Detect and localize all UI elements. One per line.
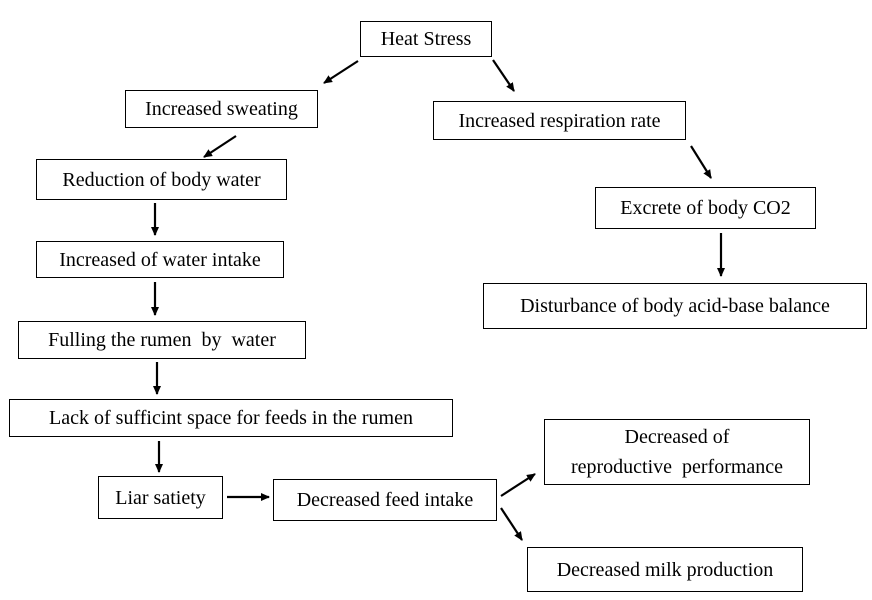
- node-excrete-co2-label: Excrete of body CO2: [620, 197, 791, 219]
- node-disturbance-acid-base-label: Disturbance of body acid-base balance: [520, 295, 830, 317]
- node-decreased-feed-intake: Decreased feed intake: [273, 479, 497, 521]
- node-decreased-reproductive-line1: Decreased of: [624, 426, 730, 448]
- node-lack-space: Lack of sufficint space for feeds in the…: [9, 399, 453, 437]
- node-decreased-reproductive: Decreased of reproductive performance: [544, 419, 810, 485]
- node-decreased-milk: Decreased milk production: [527, 547, 803, 592]
- node-decreased-reproductive-line2: reproductive performance: [570, 456, 784, 478]
- node-increased-sweating-label: Increased sweating: [145, 98, 298, 120]
- node-decreased-feed-intake-label: Decreased feed intake: [296, 489, 474, 511]
- node-lack-space-label: Lack of sufficint space for feeds in the…: [49, 407, 413, 429]
- node-fulling-rumen: Fulling the rumen by water: [18, 321, 306, 359]
- arrow-heat-to-sweating: [323, 60, 359, 84]
- node-liar-satiety-label: Liar satiety: [115, 486, 206, 509]
- node-fulling-rumen-label: Fulling the rumen by water: [48, 329, 276, 351]
- node-liar-satiety: Liar satiety: [98, 476, 223, 519]
- arrow-sweating-to-reduction: [203, 135, 237, 158]
- node-increased-respiration-label: Increased respiration rate: [458, 109, 661, 132]
- node-excrete-co2: Excrete of body CO2: [595, 187, 816, 229]
- node-heat-stress: Heat Stress: [360, 21, 492, 57]
- node-increased-sweating: Increased sweating: [125, 90, 318, 128]
- arrow-feed-to-reproductive: [500, 473, 536, 497]
- node-decreased-milk-label: Decreased milk production: [556, 558, 774, 581]
- node-increased-water-intake-label: Increased of water intake: [59, 248, 261, 271]
- arrow-heat-to-respiration: [492, 59, 515, 92]
- node-increased-respiration: Increased respiration rate: [433, 101, 686, 140]
- node-reduction-body-water: Reduction of body water: [36, 159, 287, 200]
- node-increased-water-intake: Increased of water intake: [36, 241, 284, 278]
- node-reduction-body-water-label: Reduction of body water: [62, 168, 261, 191]
- node-heat-stress-label: Heat Stress: [380, 28, 472, 50]
- arrow-feed-to-milk: [500, 507, 523, 541]
- arrow-respiration-to-co2: [690, 145, 712, 179]
- node-disturbance-acid-base: Disturbance of body acid-base balance: [483, 283, 867, 329]
